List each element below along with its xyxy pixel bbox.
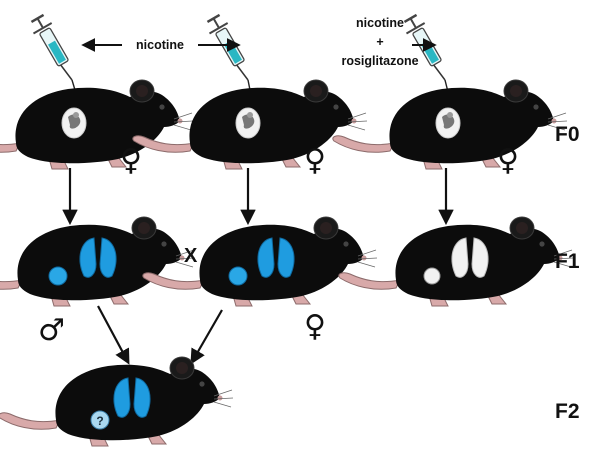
generation-label-f0: F0 [555, 123, 580, 146]
generation-label-f1: F1 [555, 250, 580, 273]
syringe-icon [403, 13, 447, 82]
question-mark-icon [90, 410, 110, 430]
mouse-icon [338, 216, 574, 307]
mouse-icon [0, 79, 194, 170]
svg-text:?: ? [96, 414, 103, 428]
generation-label-f2: F2 [555, 400, 580, 423]
label-plus: + [376, 35, 383, 49]
label-rosiglitazone: rosiglitazone [341, 54, 418, 68]
cross-symbol: X [184, 245, 198, 267]
mouse-icon [142, 216, 378, 307]
label-nicotine: nicotine [136, 38, 184, 52]
testis-icon [48, 266, 68, 286]
female-symbol: ♀ [304, 309, 326, 344]
fetus-icon [435, 107, 461, 139]
mouse-icon: ? [0, 356, 234, 447]
fetus-icon [235, 107, 261, 139]
ovary-icon [423, 267, 441, 285]
fetus-icon [61, 107, 87, 139]
label-nicotine: nicotine [356, 16, 404, 30]
mouse-icon [0, 216, 196, 307]
female-symbol: ♀ [497, 143, 519, 178]
ovary-icon [228, 266, 248, 286]
male-symbol: ♂ [38, 313, 65, 348]
syringe-icon [206, 13, 250, 82]
arrow [97, 305, 130, 365]
syringe-icon [30, 13, 74, 82]
arrow [190, 309, 223, 365]
female-symbol: ♀ [304, 143, 326, 178]
female-symbol: ♀ [120, 143, 142, 178]
mouse-icon [332, 79, 568, 170]
